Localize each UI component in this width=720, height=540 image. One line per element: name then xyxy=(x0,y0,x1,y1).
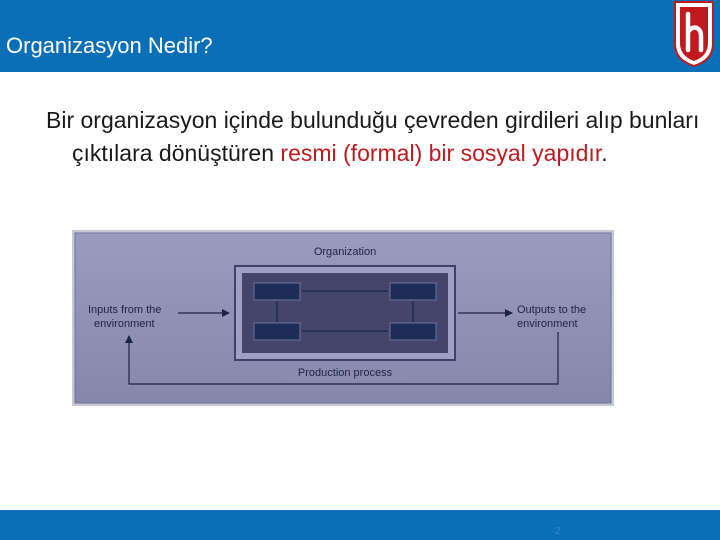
outputs-label-line2: environment xyxy=(517,318,578,330)
outputs-label-line1: Outputs to the xyxy=(517,304,586,316)
unit-block-bottom-right xyxy=(389,322,437,341)
feedback-arrow xyxy=(125,332,559,385)
inputs-label-line2: environment xyxy=(94,318,155,330)
organization-label: Organization xyxy=(314,246,376,258)
header-bar xyxy=(0,0,720,72)
page-number: 2 xyxy=(555,526,561,537)
unit-block-bottom-left xyxy=(253,322,301,341)
process-label-backdrop xyxy=(286,363,404,381)
unit-block-top-right xyxy=(389,282,437,301)
slide-body: Bir organizasyon içinde bulunduğu çevred… xyxy=(46,104,712,170)
inputs-label-line1: Inputs from the xyxy=(88,304,161,316)
body-text-plain: Bir organizasyon içinde bulunduğu çevred… xyxy=(46,107,700,166)
production-process-label: Production process xyxy=(298,367,393,379)
unit-block-top-left xyxy=(253,282,301,301)
organization-diagram: Organization Inputs from the environment… xyxy=(72,230,614,406)
body-text-end: . xyxy=(601,140,608,166)
university-logo-icon xyxy=(674,1,714,68)
body-text-highlight: resmi (formal) bir sosyal yapıdır xyxy=(280,140,602,166)
slide-title: Organizasyon Nedir? xyxy=(6,33,213,58)
footer-bar xyxy=(0,510,720,540)
